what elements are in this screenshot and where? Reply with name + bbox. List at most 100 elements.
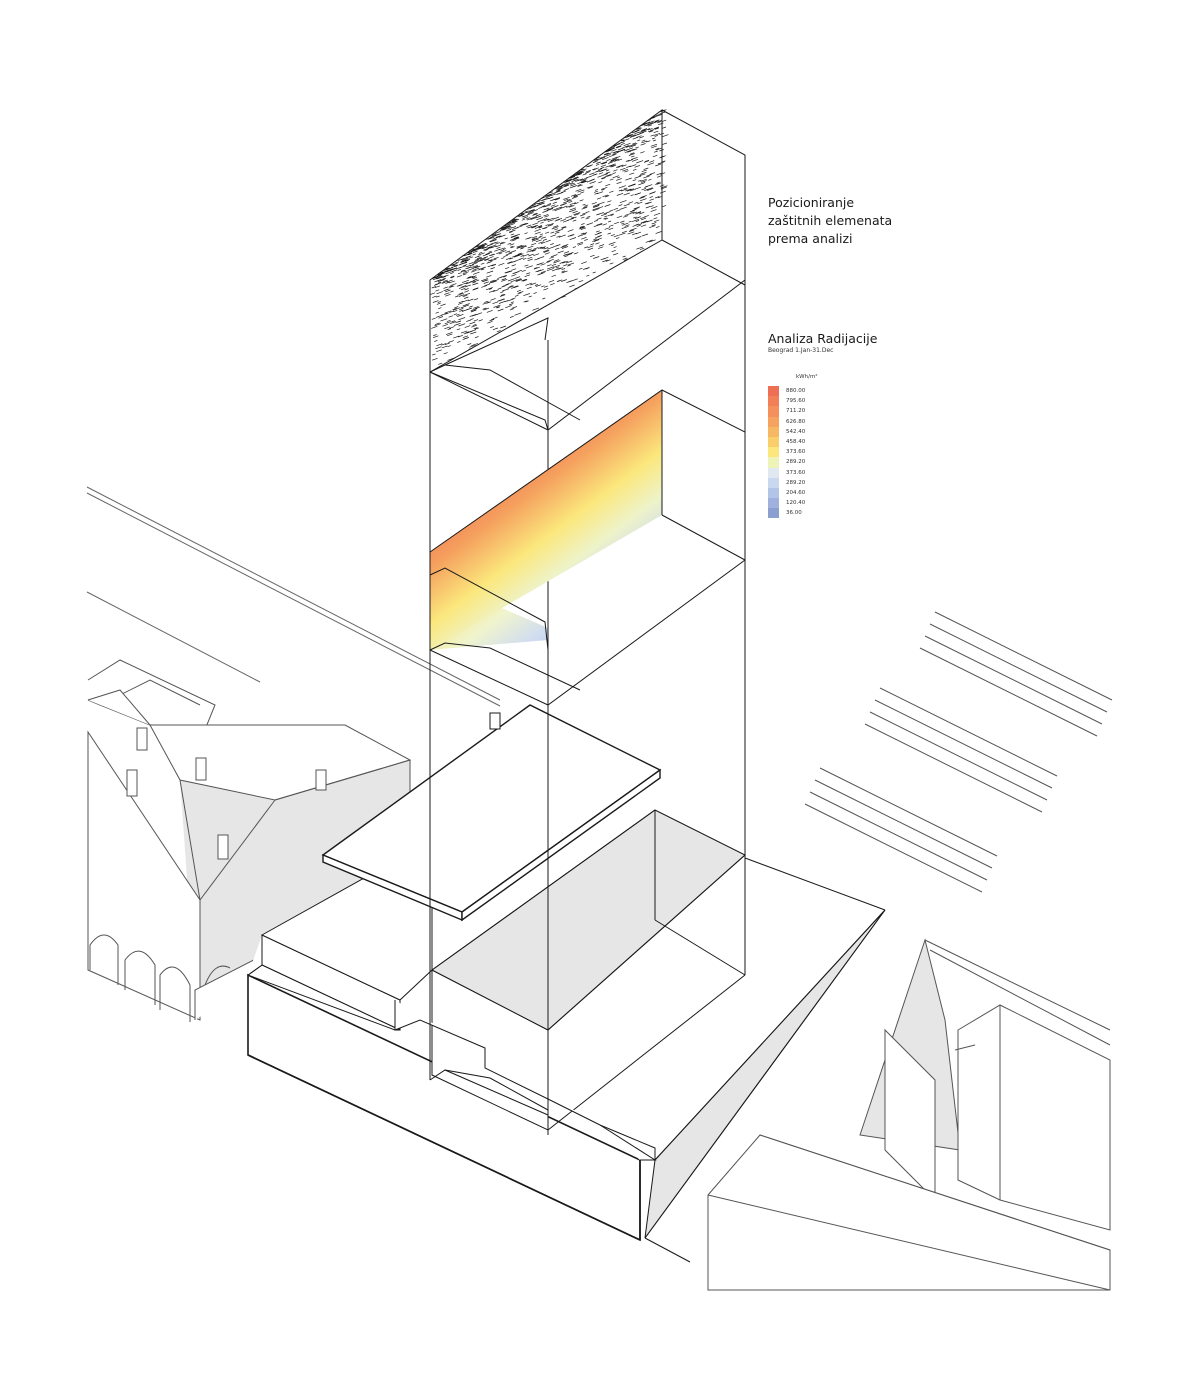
hatch-mark [556, 235, 561, 238]
hatch-mark [474, 327, 479, 330]
hatch-mark [590, 243, 595, 246]
hatch-mark [511, 286, 516, 289]
hatch-mark [622, 257, 628, 260]
hatch-mark [565, 179, 573, 183]
hatch-mark [477, 252, 485, 256]
hatch-mark [501, 250, 507, 253]
hatch-mark [561, 279, 567, 282]
hatch-mark [613, 252, 619, 256]
hatch-mark [565, 182, 571, 185]
hatch-mark [551, 274, 557, 277]
hatch-mark [639, 129, 647, 133]
hatch-mark [595, 163, 600, 166]
hatch-mark [523, 223, 528, 226]
hatch-mark [480, 243, 487, 246]
hatch-mark [556, 280, 561, 282]
hatch-mark [467, 267, 475, 271]
hatch-mark [567, 229, 574, 232]
hatch-mark [540, 241, 546, 245]
legend-label: 289.20 [786, 479, 806, 486]
hatch-mark [591, 202, 597, 205]
hatch-mark [583, 232, 588, 235]
hatch-mark [662, 142, 668, 145]
hatch-mark [645, 206, 651, 209]
hatch-mark [480, 268, 485, 271]
hatch-mark [617, 145, 622, 148]
hatch-mark [609, 190, 614, 193]
legend-swatch [768, 386, 779, 397]
hatch-mark [472, 267, 480, 271]
hatch-mark [629, 172, 635, 175]
hatch-mark [629, 209, 636, 213]
hatch-mark [622, 185, 626, 188]
hatch-mark [602, 223, 608, 226]
legend-label: 36.00 [786, 510, 802, 517]
hatch-mark [636, 160, 644, 164]
hatch-mark [473, 265, 479, 269]
hatch-mark [435, 314, 443, 318]
hatch-mark [470, 308, 478, 312]
hatch-mark [615, 209, 621, 212]
hatch-mark [463, 261, 468, 264]
hatch-mark [640, 143, 646, 146]
hatch-mark [491, 280, 497, 283]
hatch-mark [573, 173, 579, 176]
hatch-mark [629, 227, 637, 231]
hatch-mark [653, 150, 658, 153]
hatch-mark [555, 189, 561, 193]
hatch-mark [482, 279, 489, 282]
hatch-mark [643, 160, 650, 163]
hatch-mark [470, 269, 477, 273]
hatch-mark [563, 264, 568, 267]
hatch-mark [450, 272, 454, 275]
hatch-mark [660, 185, 668, 189]
hatch-mark [605, 149, 612, 153]
hatch-mark [511, 306, 518, 309]
hatch-mark [657, 161, 665, 165]
hatch-mark [655, 113, 663, 118]
hatch-mark [532, 247, 539, 250]
hatch-mark [461, 269, 466, 273]
hatch-mark [505, 305, 512, 309]
hatch-mark [651, 206, 658, 209]
hatch-mark [655, 147, 660, 150]
hatch-mark [649, 116, 655, 119]
hatch-mark [435, 346, 442, 350]
hatch-mark [579, 225, 584, 228]
hatch-mark [467, 281, 473, 284]
hatch-mark [444, 310, 452, 314]
hatch-mark [532, 307, 540, 311]
hatch-mark [648, 130, 652, 133]
hatch-mark [540, 270, 547, 274]
hatch-mark [550, 234, 557, 238]
hatch-mark [598, 206, 604, 209]
hatch-mark [464, 284, 472, 288]
hatch-mark [607, 213, 614, 217]
hatch-mark [661, 134, 669, 138]
hatch-mark [641, 169, 647, 173]
hatch-mark [647, 162, 655, 166]
hatch-mark [472, 253, 477, 256]
hatch-mark [469, 248, 475, 252]
hatch-mark [508, 229, 516, 233]
hatch-mark [511, 297, 516, 300]
hatch-mark [460, 269, 465, 272]
hatch-mark [633, 206, 641, 210]
hatch-mark [613, 246, 617, 249]
hatch-mark [582, 212, 587, 215]
hatch-mark [641, 140, 648, 144]
hatch-mark [496, 246, 501, 249]
hatch-mark [486, 301, 491, 304]
hatch-mark [586, 274, 590, 277]
legend-swatch [768, 457, 779, 468]
hatch-mark [626, 133, 634, 137]
hatch-mark [454, 261, 460, 264]
hatch-mark [620, 188, 628, 192]
hatch-mark [445, 293, 451, 297]
hatch-mark [655, 231, 662, 234]
hatch-mark [584, 171, 591, 174]
hatch-mark [585, 217, 590, 220]
hatch-mark [477, 246, 481, 249]
hatch-mark [457, 268, 462, 271]
hatch-mark [513, 254, 521, 258]
